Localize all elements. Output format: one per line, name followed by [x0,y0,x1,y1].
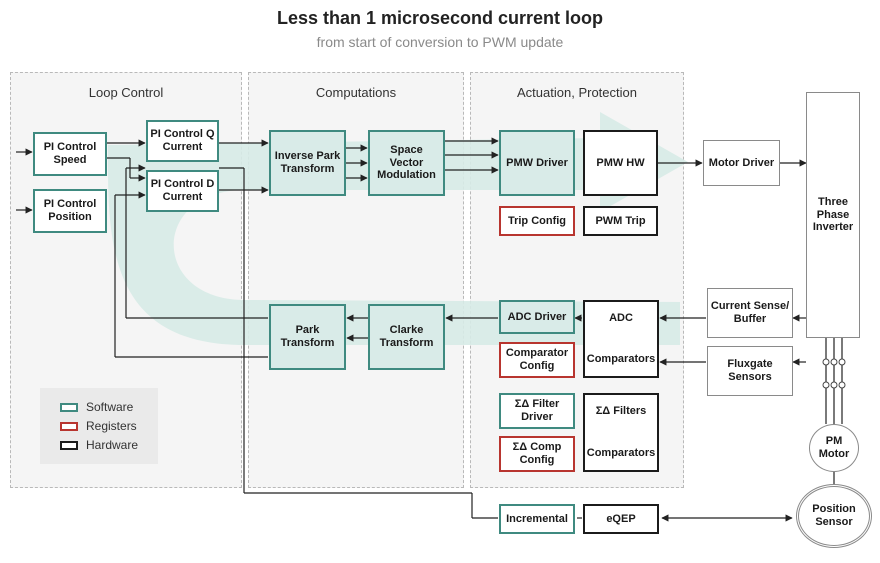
legend-swatch-registers [60,421,78,431]
incremental-block: Incremental [499,504,575,534]
legend: Software Registers Hardware [40,388,158,464]
legend-item-software: Software [60,400,133,414]
three-phase-inverter-block: Three Phase Inverter [806,92,860,338]
park-transform-block: Park Transform [269,304,346,370]
legend-label-software: Software [86,400,134,414]
diagram-title: Less than 1 microsecond current loop [276,8,604,28]
legend-label-hardware: Hardware [86,438,139,452]
position-sensor-circle: Position Sensor [796,484,872,548]
pi-control-position-block: PI Control Position [33,189,107,233]
region-computations-label: Computations [315,85,397,100]
comparator-config-block: Comparator Config [499,342,575,378]
region-actuation-label: Actuation, Protection [517,85,637,100]
clarke-transform-block: Clarke Transform [368,304,445,370]
legend-item-registers: Registers [60,419,137,433]
diagram-subtitle: from start of conversion to PWM update [316,34,564,50]
legend-label-registers: Registers [86,419,137,433]
adc-label: ADC [609,312,633,324]
current-sense-buffer-block: Current Sense/ Buffer [707,288,793,338]
legend-swatch-hardware [60,440,78,450]
legend-item-hardware: Hardware [60,438,138,452]
sigma-delta-filter-driver-block: ΣΔ Filter Driver [499,393,575,429]
motor-driver-block: Motor Driver [703,140,780,186]
adc-comparators-block: ADC Comparators [583,300,659,378]
trip-config-block: Trip Config [499,206,575,236]
pi-control-speed-block: PI Control Speed [33,132,107,176]
eqep-block: eQEP [583,504,659,534]
legend-swatch-software [60,402,78,412]
pwm-trip-block: PWM Trip [583,206,658,236]
sigma-delta-filters-label: ΣΔ Filters [595,405,647,417]
adc-driver-block: ADC Driver [499,300,575,334]
pwm-hw-block: PMW HW [583,130,658,196]
region-loop-control-label: Loop Control [88,85,164,100]
pi-control-d-current-block: PI Control D Current [146,170,219,212]
sigma-delta-filters-block: ΣΔ Filters Comparators [583,393,659,472]
pwm-driver-block: PMW Driver [499,130,575,196]
pi-control-q-current-block: PI Control Q Current [146,120,219,162]
fluxgate-sensors-block: Fluxgate Sensors [707,346,793,396]
comparators-label: Comparators [586,353,656,366]
inverse-park-transform-block: Inverse Park Transform [269,130,346,196]
sigma-delta-comp-config-block: ΣΔ Comp Config [499,436,575,472]
pm-motor-circle: PM Motor [809,424,859,472]
sigma-delta-comparators-label: Comparators [586,447,656,460]
space-vector-modulation-block: Space Vector Modulation [368,130,445,196]
